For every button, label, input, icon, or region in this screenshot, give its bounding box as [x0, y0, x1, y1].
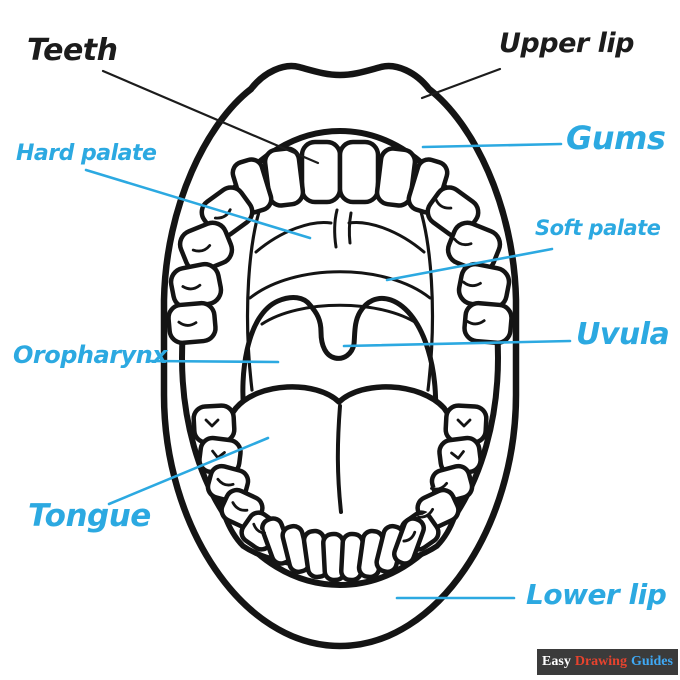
leader-lines — [84, 67, 572, 600]
label-oropharynx: Oropharynx — [13, 341, 168, 369]
oropharynx-leader-line — [146, 359, 280, 364]
label-upper-lip: Upper lip — [499, 28, 634, 59]
upper-teeth — [166, 139, 514, 346]
soft-palate-arch — [240, 295, 439, 441]
hard-palate-lines — [248, 208, 432, 326]
soft-palate-leader-line — [385, 247, 554, 282]
teeth-leader-line — [101, 69, 320, 165]
label-lower-lip: Lower lip — [526, 578, 667, 611]
tongue-groove — [335, 404, 343, 514]
upper-lip-leader-line — [420, 67, 502, 100]
lower-teeth — [191, 403, 489, 583]
upper-molar-grooves — [177, 198, 486, 327]
hard-palate-leader-line — [84, 168, 312, 240]
watermark-drawing: Drawing — [574, 654, 627, 669]
uvula-leader-line — [342, 339, 572, 348]
watermark-badge: Easy Drawing Guides — [537, 649, 678, 675]
uvula-shape — [240, 295, 439, 441]
label-tongue: Tongue — [28, 498, 151, 534]
label-teeth: Teeth — [27, 33, 118, 68]
watermark-guides: Guides — [630, 654, 673, 669]
label-hard-palate: Hard palate — [16, 141, 157, 166]
label-soft-palate: Soft palate — [535, 216, 661, 240]
watermark-easy: Easy — [542, 654, 571, 669]
label-gums: Gums — [566, 119, 666, 157]
tongue-leader-line — [107, 436, 270, 506]
gums-leader-line — [421, 142, 563, 149]
label-uvula: Uvula — [576, 317, 670, 352]
